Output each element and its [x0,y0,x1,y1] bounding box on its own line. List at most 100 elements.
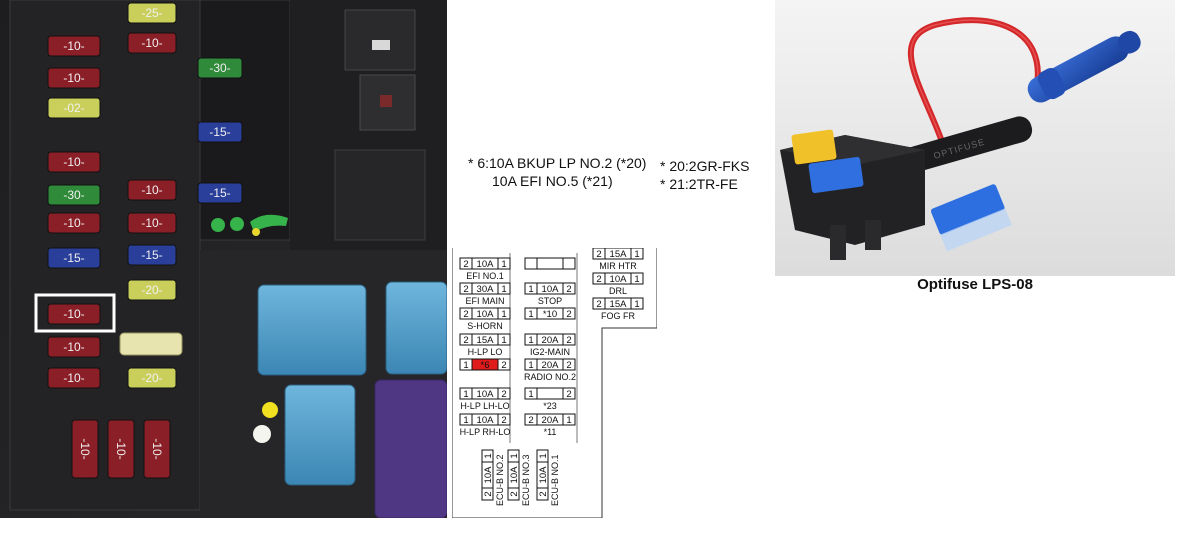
diagram-fuse [524,257,576,270]
diagram-cell-text: 1 [566,415,571,426]
diagram-cell-text: 20A [542,360,560,371]
product-caption: Optifuse LPS-08 [917,276,1033,293]
fuse: -10- [47,35,101,57]
fuse-label: -10- [114,438,128,459]
diagram-cell-text: 1 [483,453,494,458]
diagram-cell-text: 2 [566,360,571,371]
diagram-cell-text: 2 [528,415,533,426]
fuse: -10- [127,212,177,234]
fuse: -10- [107,419,135,479]
green-paint-dot [211,218,225,232]
optifuse-product-photo: OPTIFUSE [775,0,1175,276]
fuse-label: -02- [63,101,84,115]
blue-fuse [808,156,864,194]
diagram-cell-text: 2 [566,284,571,295]
diagram-cell-text: 10A [509,466,520,484]
green-paint-mark [250,214,288,232]
fuse: -02- [47,97,101,119]
diagram-cell-text: 1 [463,415,468,426]
fuse-label: -10- [141,216,162,230]
diagram-fuse-label: IG2-MAIN [530,347,570,357]
fuse: -15- [197,121,243,143]
fuse-label: -10- [141,183,162,197]
spare-blue-fuse [930,184,1012,252]
diagram-fuse-label: DRL [609,286,627,296]
diagram-cell-text: 2 [463,284,468,295]
fuse: -10- [47,67,101,89]
diagram-cell-text: 20A [542,415,560,426]
fuse: -10- [47,303,101,325]
diagram-cell-text: 20A [542,335,560,346]
purple-relay [374,379,447,518]
diagram-cell-text: 2 [566,309,571,320]
diagram-cell-text: 1 [528,335,533,346]
fuse-label: -10- [63,216,84,230]
diagram-fuse-label: *11 [544,427,557,437]
fuse: -15- [47,247,101,269]
blue-relay [284,384,356,486]
fuse: -20- [127,367,177,389]
note-line-3: * 20:2GR-FKS [660,158,750,174]
fuse-label: -10- [63,155,84,169]
diagram-cell-text: 2 [538,491,549,496]
diagram-cell-text: 2 [501,389,506,400]
diagram-cell-text: 2 [501,415,506,426]
diagram-fuse-label: FOG FR [601,311,635,321]
diagram-fuse-label: ECU-B NO.2 [495,454,505,506]
fuse: -10- [143,419,171,479]
diagram-cell-text: 1 [463,389,468,400]
fuse: -10- [127,32,177,54]
fuse: -10- [127,179,177,201]
fuse-label: -15- [141,248,162,262]
diagram-cell-text: 1 [528,309,533,320]
fuse-box-photo: -10- -10- -02- -10- -30- -10- -15- -10- -10- -10-… [0,0,447,518]
diagram-cell-text: 10A [538,466,549,484]
diagram-cell-text: 10A [610,274,628,285]
diagram-cell-text: 1 [463,360,468,371]
diagram-cell-text: 10A [477,259,495,270]
diagram-fuse-label: STOP [538,296,562,306]
diagram-fuse-label: MIR HTR [599,261,637,271]
fuse-label: -20- [141,371,162,385]
fuse: -30- [47,184,101,206]
fuse: -25- [127,2,177,24]
fuse-label: -10- [150,438,164,459]
fuse: -15- [127,244,177,266]
fuse-label: -25- [141,6,162,20]
diagram-cell-text: 10A [477,415,495,426]
diagram-cell-text: 10A [477,389,495,400]
diagram-cell-text: 2 [509,491,520,496]
diagram-cell-text: *6 [481,360,490,371]
diagram-cell-text: 1 [501,259,506,270]
diagram-fuse-label: H-LP LO [468,347,503,357]
diagram-cell-text: 10A [477,309,495,320]
fuse: -10- [47,212,101,234]
yellow-paint-dot [262,402,278,418]
diagram-cell-text: 1 [528,360,533,371]
note-line-4: * 21:2TR-FE [660,176,738,192]
yellow-fuse [791,129,837,165]
diagram-fuse-label: RADIO NO.2 [524,372,576,382]
diagram-cell-text: 2 [463,309,468,320]
yellow-paint-dot [252,228,260,236]
diagram-cell-text: 10A [542,284,560,295]
fuse-label: -15- [209,125,230,139]
fuse-label: -15- [63,251,84,265]
diagram-fuse: 1 *6 2 [459,358,511,371]
fuse-label: -20- [141,283,162,297]
diagram-cell-text: 2 [501,360,506,371]
white-paint-dot [253,425,271,443]
